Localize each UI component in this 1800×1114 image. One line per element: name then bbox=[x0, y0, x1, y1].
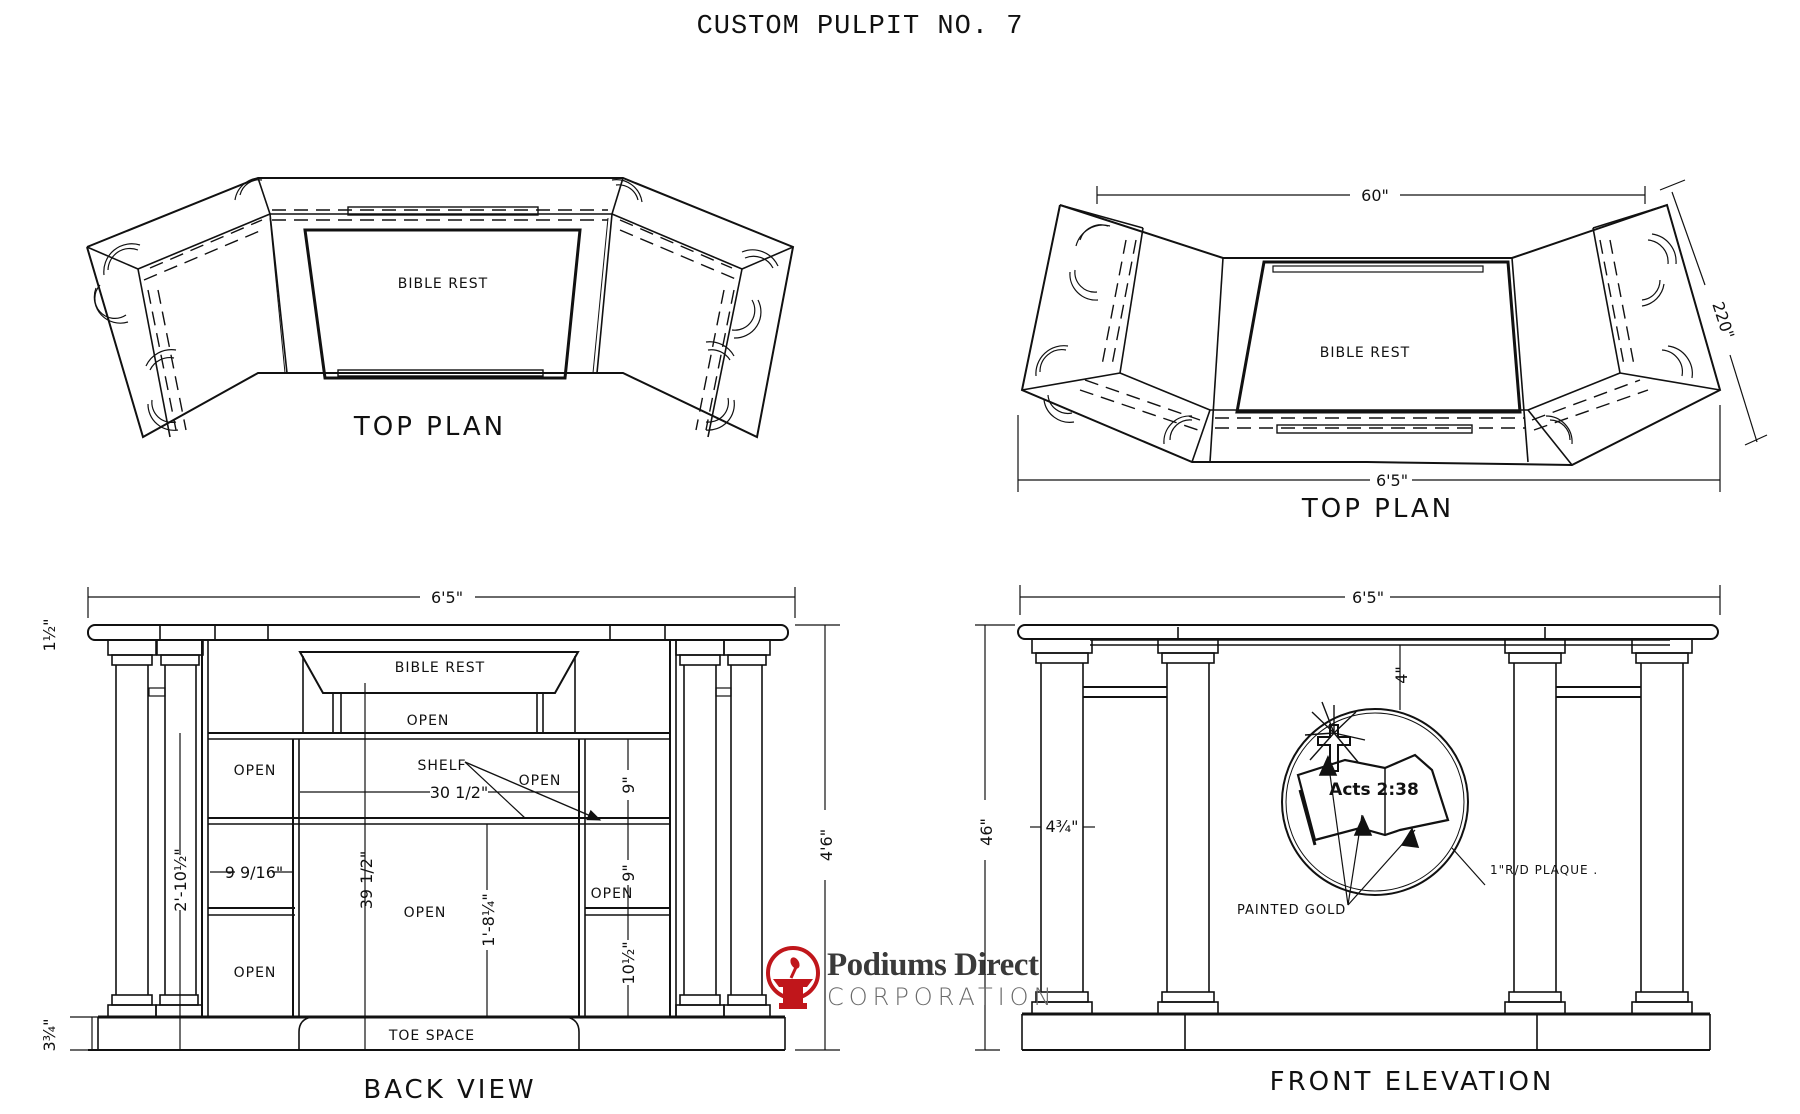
dim-side-height: 2'-10½" bbox=[171, 848, 190, 912]
dim-column-width: 4¾" bbox=[1045, 817, 1078, 836]
dim-overall-width: 6'5" bbox=[1376, 471, 1408, 490]
front-elevation-label: FRONT ELEVATION bbox=[1270, 1067, 1555, 1097]
back-view-label: BACK VIEW bbox=[363, 1075, 536, 1105]
dim-side-width: 9 9/16" bbox=[225, 863, 284, 882]
dim-overall-width: 6'5" bbox=[1352, 588, 1384, 607]
watermark-subtitle: CORPORATION bbox=[827, 983, 1057, 1011]
dim-shelf-lower: 10½" bbox=[619, 941, 638, 984]
dim-overall-width: 6'5" bbox=[431, 588, 463, 607]
dim-overall-height: 4'6" bbox=[817, 829, 836, 861]
dim-shelf-upper: 9" bbox=[619, 776, 638, 794]
open-label: OPEN bbox=[404, 905, 447, 921]
top-plan-left-label: TOP PLAN bbox=[353, 412, 506, 442]
open-label: OPEN bbox=[234, 763, 277, 779]
drawing-title: CUSTOM PULPIT NO. 7 bbox=[696, 12, 1024, 42]
top-plan-left bbox=[86, 177, 795, 439]
bible-rest-label: BIBLE REST bbox=[395, 660, 485, 676]
open-label: OPEN bbox=[591, 886, 634, 902]
toe-space-label: TOE SPACE bbox=[388, 1028, 475, 1044]
watermark-name: Podiums Direct bbox=[827, 947, 1039, 983]
dim-shelf-middle: 9" bbox=[619, 864, 638, 882]
painted-gold-callout: PAINTED GOLD bbox=[1237, 903, 1346, 918]
dim-knee-height: 1'-8¼" bbox=[479, 893, 498, 946]
dim-overall-height: 46" bbox=[977, 818, 996, 846]
bible-rest-label: BIBLE REST bbox=[398, 276, 488, 292]
bible-rest-label: BIBLE REST bbox=[1320, 345, 1410, 361]
open-label: OPEN bbox=[519, 773, 562, 789]
open-label: OPEN bbox=[407, 713, 450, 729]
front-elevation bbox=[975, 585, 1721, 1051]
dim-plaque-offset: 4" bbox=[1392, 666, 1411, 684]
dim-depth: 220" bbox=[1708, 299, 1738, 341]
podiums-direct-watermark: Podiums Direct CORPORATION bbox=[765, 945, 1065, 1015]
open-label: OPEN bbox=[234, 965, 277, 981]
top-plan-right-label: TOP PLAN bbox=[1301, 494, 1454, 524]
top-plan-right bbox=[1017, 179, 1768, 492]
plaque-callout: 1"R/D PLAQUE . bbox=[1490, 863, 1598, 877]
shelf-label: SHELF bbox=[417, 758, 466, 774]
dim-interior-height: 39 1/2" bbox=[357, 851, 376, 910]
back-view bbox=[70, 587, 840, 1051]
dim-shelf-width: 30 1/2" bbox=[430, 783, 489, 802]
dim-base-height: 3¾" bbox=[40, 1018, 59, 1051]
plaque-text: Acts 2:38 bbox=[1329, 780, 1419, 800]
dim-top-thickness: 1½" bbox=[40, 618, 59, 651]
podium-logo-icon bbox=[766, 946, 820, 1009]
dim-top-width: 60" bbox=[1361, 186, 1389, 205]
